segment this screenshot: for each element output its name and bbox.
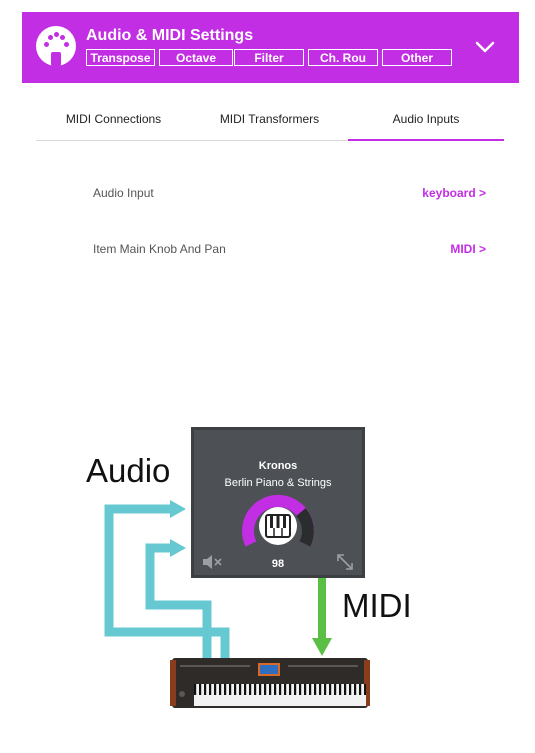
page-title: Audio & MIDI Settings xyxy=(86,27,254,44)
audio-label: Audio xyxy=(86,452,171,489)
midi-logo-icon xyxy=(36,26,76,66)
expand-icon[interactable] xyxy=(336,553,354,571)
preset-name: Berlin Piano & Strings xyxy=(224,477,332,489)
tab-midi-connections[interactable]: MIDI Connections xyxy=(65,112,162,126)
mute-icon[interactable] xyxy=(202,554,224,570)
audio-arrow-inner xyxy=(170,539,186,557)
chevron-down-icon[interactable] xyxy=(475,40,495,54)
header-bar: Audio & MIDI Settings Transpose Octave F… xyxy=(22,12,519,83)
audio-input-value[interactable]: keyboard > xyxy=(422,186,486,200)
audio-arrow-outer xyxy=(170,500,186,518)
tab-bar: MIDI Connections MIDI Transformers Audio… xyxy=(36,107,504,141)
instrument-panel[interactable]: Kronos Berlin Piano & Strings 98 xyxy=(191,427,365,578)
knob-pan-value[interactable]: MIDI > xyxy=(450,242,486,256)
midi-arrow xyxy=(312,638,332,656)
tab-audio-inputs[interactable]: Audio Inputs xyxy=(348,107,504,141)
audio-cable-inner xyxy=(145,543,212,660)
octave-button[interactable]: Octave xyxy=(159,49,233,66)
midi-label: MIDI xyxy=(342,587,412,624)
audio-cable-outer xyxy=(104,504,230,660)
instrument-name: Kronos xyxy=(258,460,298,472)
keyboard-synth-image xyxy=(170,658,370,708)
transpose-button[interactable]: Transpose xyxy=(86,49,155,66)
piano-keys-graphic xyxy=(194,684,366,695)
channel-route-button[interactable]: Ch. Rou xyxy=(308,49,378,66)
tab-midi-transformers[interactable]: MIDI Transformers xyxy=(219,112,320,126)
volume-knob[interactable] xyxy=(241,489,315,551)
knob-pan-label: Item Main Knob And Pan xyxy=(93,242,226,256)
volume-value: 98 xyxy=(271,558,285,570)
audio-input-label: Audio Input xyxy=(93,186,154,200)
piano-keys-icon xyxy=(265,514,291,538)
filter-button[interactable]: Filter xyxy=(234,49,304,66)
other-button[interactable]: Other xyxy=(382,49,452,66)
